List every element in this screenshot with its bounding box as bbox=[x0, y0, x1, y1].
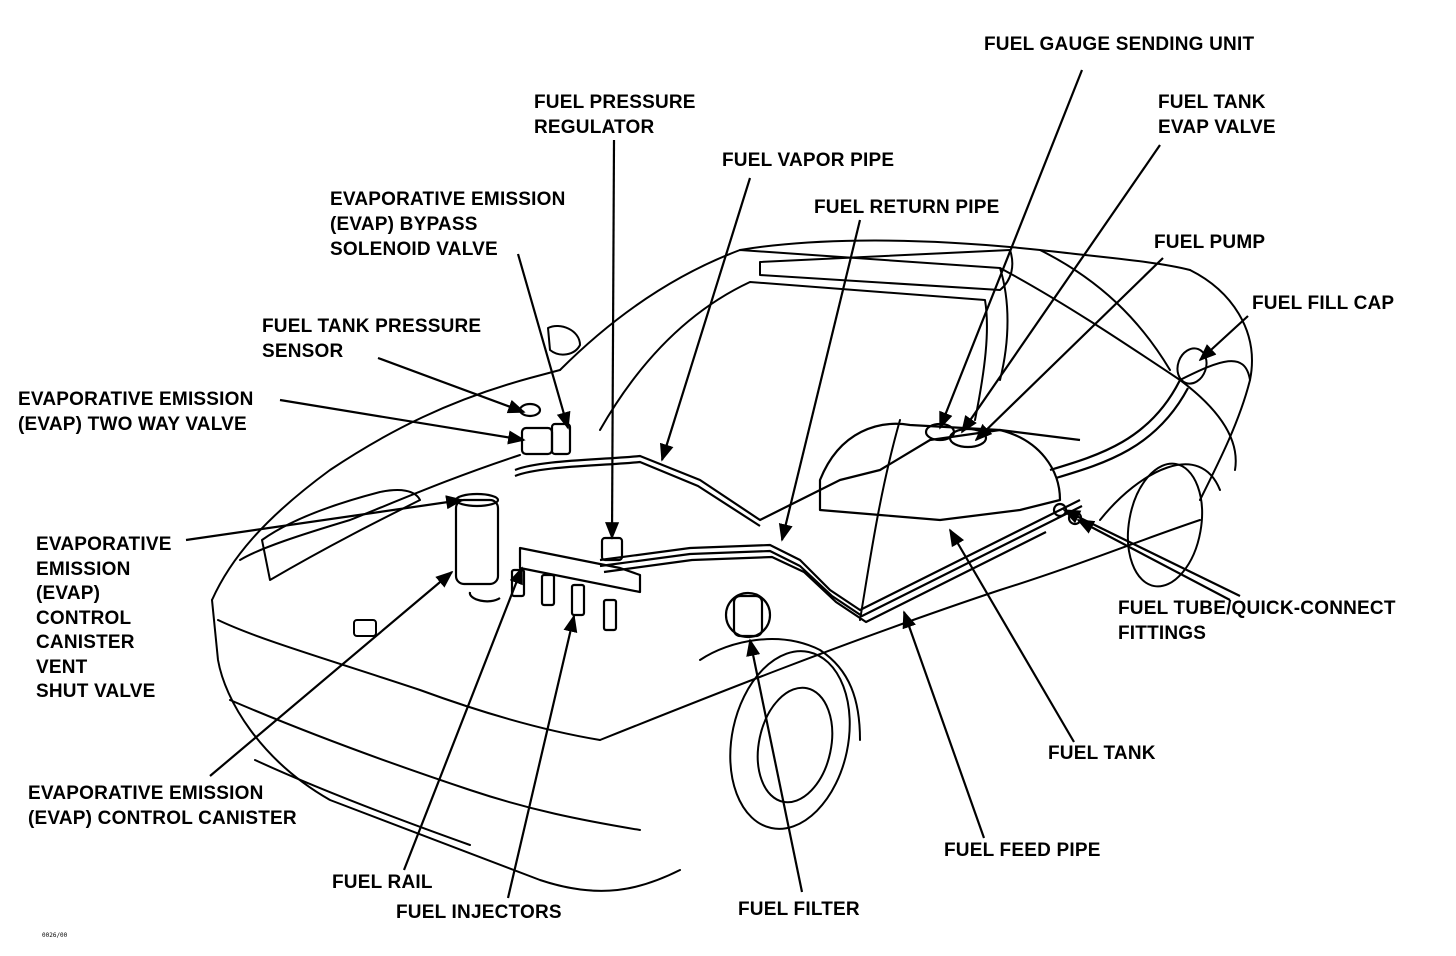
leader-fuel-tank bbox=[949, 528, 1075, 743]
label-fuel-return-pipe: FUEL RETURN PIPE bbox=[814, 197, 1000, 218]
leader-fuel-fill-cap bbox=[1198, 315, 1249, 362]
leader-evap-bypass-solenoid bbox=[516, 253, 571, 430]
label-evap-control-canister: EVAPORATIVE EMISSION (EVAP) CONTROL CANI… bbox=[28, 783, 297, 829]
label-fuel-gauge-sending-unit: FUEL GAUGE SENDING UNIT bbox=[984, 34, 1255, 55]
label-fuel-filter: FUEL FILTER bbox=[738, 899, 860, 920]
leader-fuel-rail bbox=[402, 566, 524, 871]
label-fuel-injectors: FUEL INJECTORS bbox=[396, 902, 562, 923]
label-fuel-feed-pipe: FUEL FEED PIPE bbox=[944, 840, 1101, 861]
label-fuel-fill-cap: FUEL FILL CAP bbox=[1252, 293, 1395, 314]
leader-fuel-pump bbox=[974, 257, 1164, 442]
label-fuel-pump: FUEL PUMP bbox=[1154, 232, 1266, 253]
leader-fuel-pressure-regulator bbox=[605, 139, 620, 540]
leader-fuel-injectors bbox=[506, 614, 578, 899]
leader-quick-connect-2 bbox=[1076, 519, 1231, 601]
leader-lines bbox=[185, 69, 1249, 899]
leader-fuel-tank-evap-valve bbox=[961, 144, 1161, 434]
label-evap-bypass-solenoid-valve: EVAPORATIVE EMISSION (EVAP) BYPASS SOLEN… bbox=[330, 189, 566, 260]
leader-fuel-vapor-pipe bbox=[659, 177, 752, 462]
label-fuel-tube-quick-connect-fittings: FUEL TUBE/QUICK-CONNECT FITTINGS bbox=[1118, 598, 1396, 644]
label-evap-canister-vent-shut-valve: EVAPORATIVE EMISSION (EVAP) CONTROL CANI… bbox=[36, 534, 172, 702]
leader-evap-two-way-valve bbox=[279, 398, 526, 445]
label-fuel-vapor-pipe: FUEL VAPOR PIPE bbox=[722, 150, 895, 171]
leader-fuel-feed-pipe bbox=[902, 610, 986, 839]
leader-quick-connect-1 bbox=[1062, 509, 1241, 597]
leader-fuel-tank-pressure-sensor bbox=[377, 356, 526, 414]
leader-evap-vent-shut-valve bbox=[185, 495, 464, 542]
leader-fuel-gauge-sending-unit bbox=[938, 69, 1084, 430]
label-fuel-pressure-regulator: FUEL PRESSURE REGULATOR bbox=[534, 92, 696, 138]
label-fuel-rail: FUEL RAIL bbox=[332, 872, 433, 893]
leader-evap-control-canister bbox=[209, 570, 454, 777]
figure-code: 0026/00 bbox=[42, 932, 68, 939]
label-evap-two-way-valve: EVAPORATIVE EMISSION (EVAP) TWO WAY VALV… bbox=[18, 389, 254, 435]
label-fuel-tank: FUEL TANK bbox=[1048, 743, 1156, 764]
label-fuel-tank-evap-valve: FUEL TANK EVAP VALVE bbox=[1158, 92, 1276, 138]
leader-fuel-filter bbox=[746, 638, 804, 893]
label-fuel-tank-pressure-sensor: FUEL TANK PRESSURE SENSOR bbox=[262, 316, 482, 362]
leader-fuel-return-pipe bbox=[778, 219, 862, 542]
